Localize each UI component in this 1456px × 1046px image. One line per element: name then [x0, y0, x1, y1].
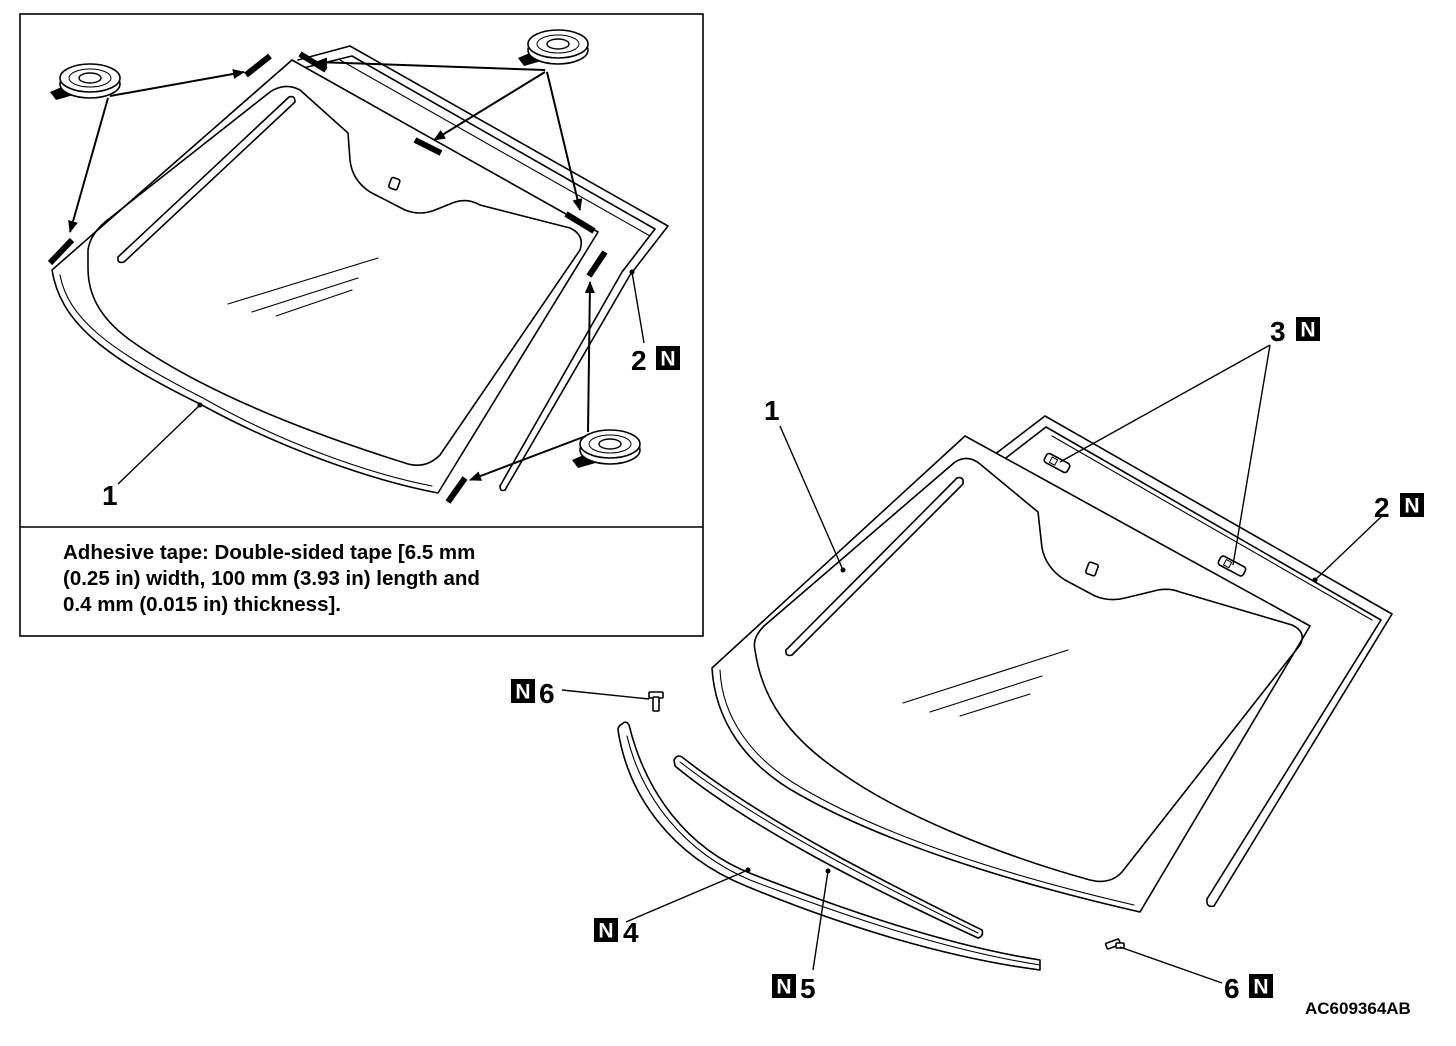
new-part-badge-letter: N [515, 681, 530, 704]
new-part-badge-letter: N [598, 920, 613, 943]
new-part-badge [1296, 317, 1320, 341]
callout-number: 6 [1224, 973, 1240, 1004]
adhesive-tape-note-line: Adhesive tape: Double-sided tape [6.5 mm [63, 541, 475, 564]
new-part-badge [594, 918, 618, 942]
inset-panel: 1 2 N Adhesive tape: Double-sided tape [… [19, 13, 704, 637]
callout-n6: N 6 [511, 678, 555, 709]
new-part-badge-letter: N [1300, 319, 1315, 342]
lower-molding-4n [617, 721, 1041, 971]
callout-number: 4 [623, 917, 639, 948]
adhesive-tape-note-line: 0.4 mm (0.015 in) thickness]. [63, 593, 341, 616]
callout-2n: 2 N [1374, 492, 1424, 523]
callout-number: 1 [764, 395, 780, 426]
callout-number: 5 [800, 973, 816, 1004]
sensor-window [387, 176, 401, 191]
main-exploded-view: 1 3 N 2 N N 6 N 4 N 5 6 N [511, 316, 1424, 1018]
windshield-glass [711, 435, 1311, 913]
callout-number: 6 [539, 678, 555, 709]
clip-3n [1217, 555, 1247, 577]
adhesive-tape-roll-icon [572, 429, 641, 468]
figure-code: AC609364AB [1305, 999, 1411, 1018]
callout-2n: 2 N [631, 345, 680, 376]
new-part-badge [656, 346, 680, 370]
callout-number: 2 [631, 345, 647, 376]
molding-5n [673, 755, 984, 939]
callout-3n: 3 N [1270, 316, 1320, 347]
new-part-badge [511, 679, 535, 703]
new-part-badge [1400, 493, 1424, 517]
new-part-badge-letter: N [1404, 495, 1419, 518]
fastener-6n [648, 691, 664, 712]
sensor-window [1085, 561, 1099, 577]
callout-n4: N 4 [594, 917, 639, 948]
inset-glass [51, 59, 599, 494]
windshield-molding [989, 415, 1393, 908]
callout-number: 3 [1270, 316, 1286, 347]
adhesive-tape-roll-icon [518, 29, 589, 66]
new-part-badge-letter: N [660, 348, 675, 371]
new-part-badge [1249, 974, 1273, 998]
fastener-6n [1104, 938, 1125, 950]
new-part-badge-letter: N [1253, 976, 1268, 999]
adhesive-tape-note-line: (0.25 in) width, 100 mm (3.93 in) length… [63, 567, 480, 590]
clip-3n [1043, 452, 1071, 474]
callout-n5: N 5 [772, 973, 816, 1004]
adhesive-tape-roll-icon [50, 63, 121, 100]
new-part-badge [772, 974, 796, 998]
leader-lines [561, 344, 1383, 984]
new-part-badge-letter: N [776, 976, 791, 999]
callout-number: 1 [102, 480, 118, 511]
tape-location-arrows [68, 57, 595, 481]
callout-number: 2 [1374, 492, 1390, 523]
callout-6n: 6 N [1224, 973, 1273, 1004]
